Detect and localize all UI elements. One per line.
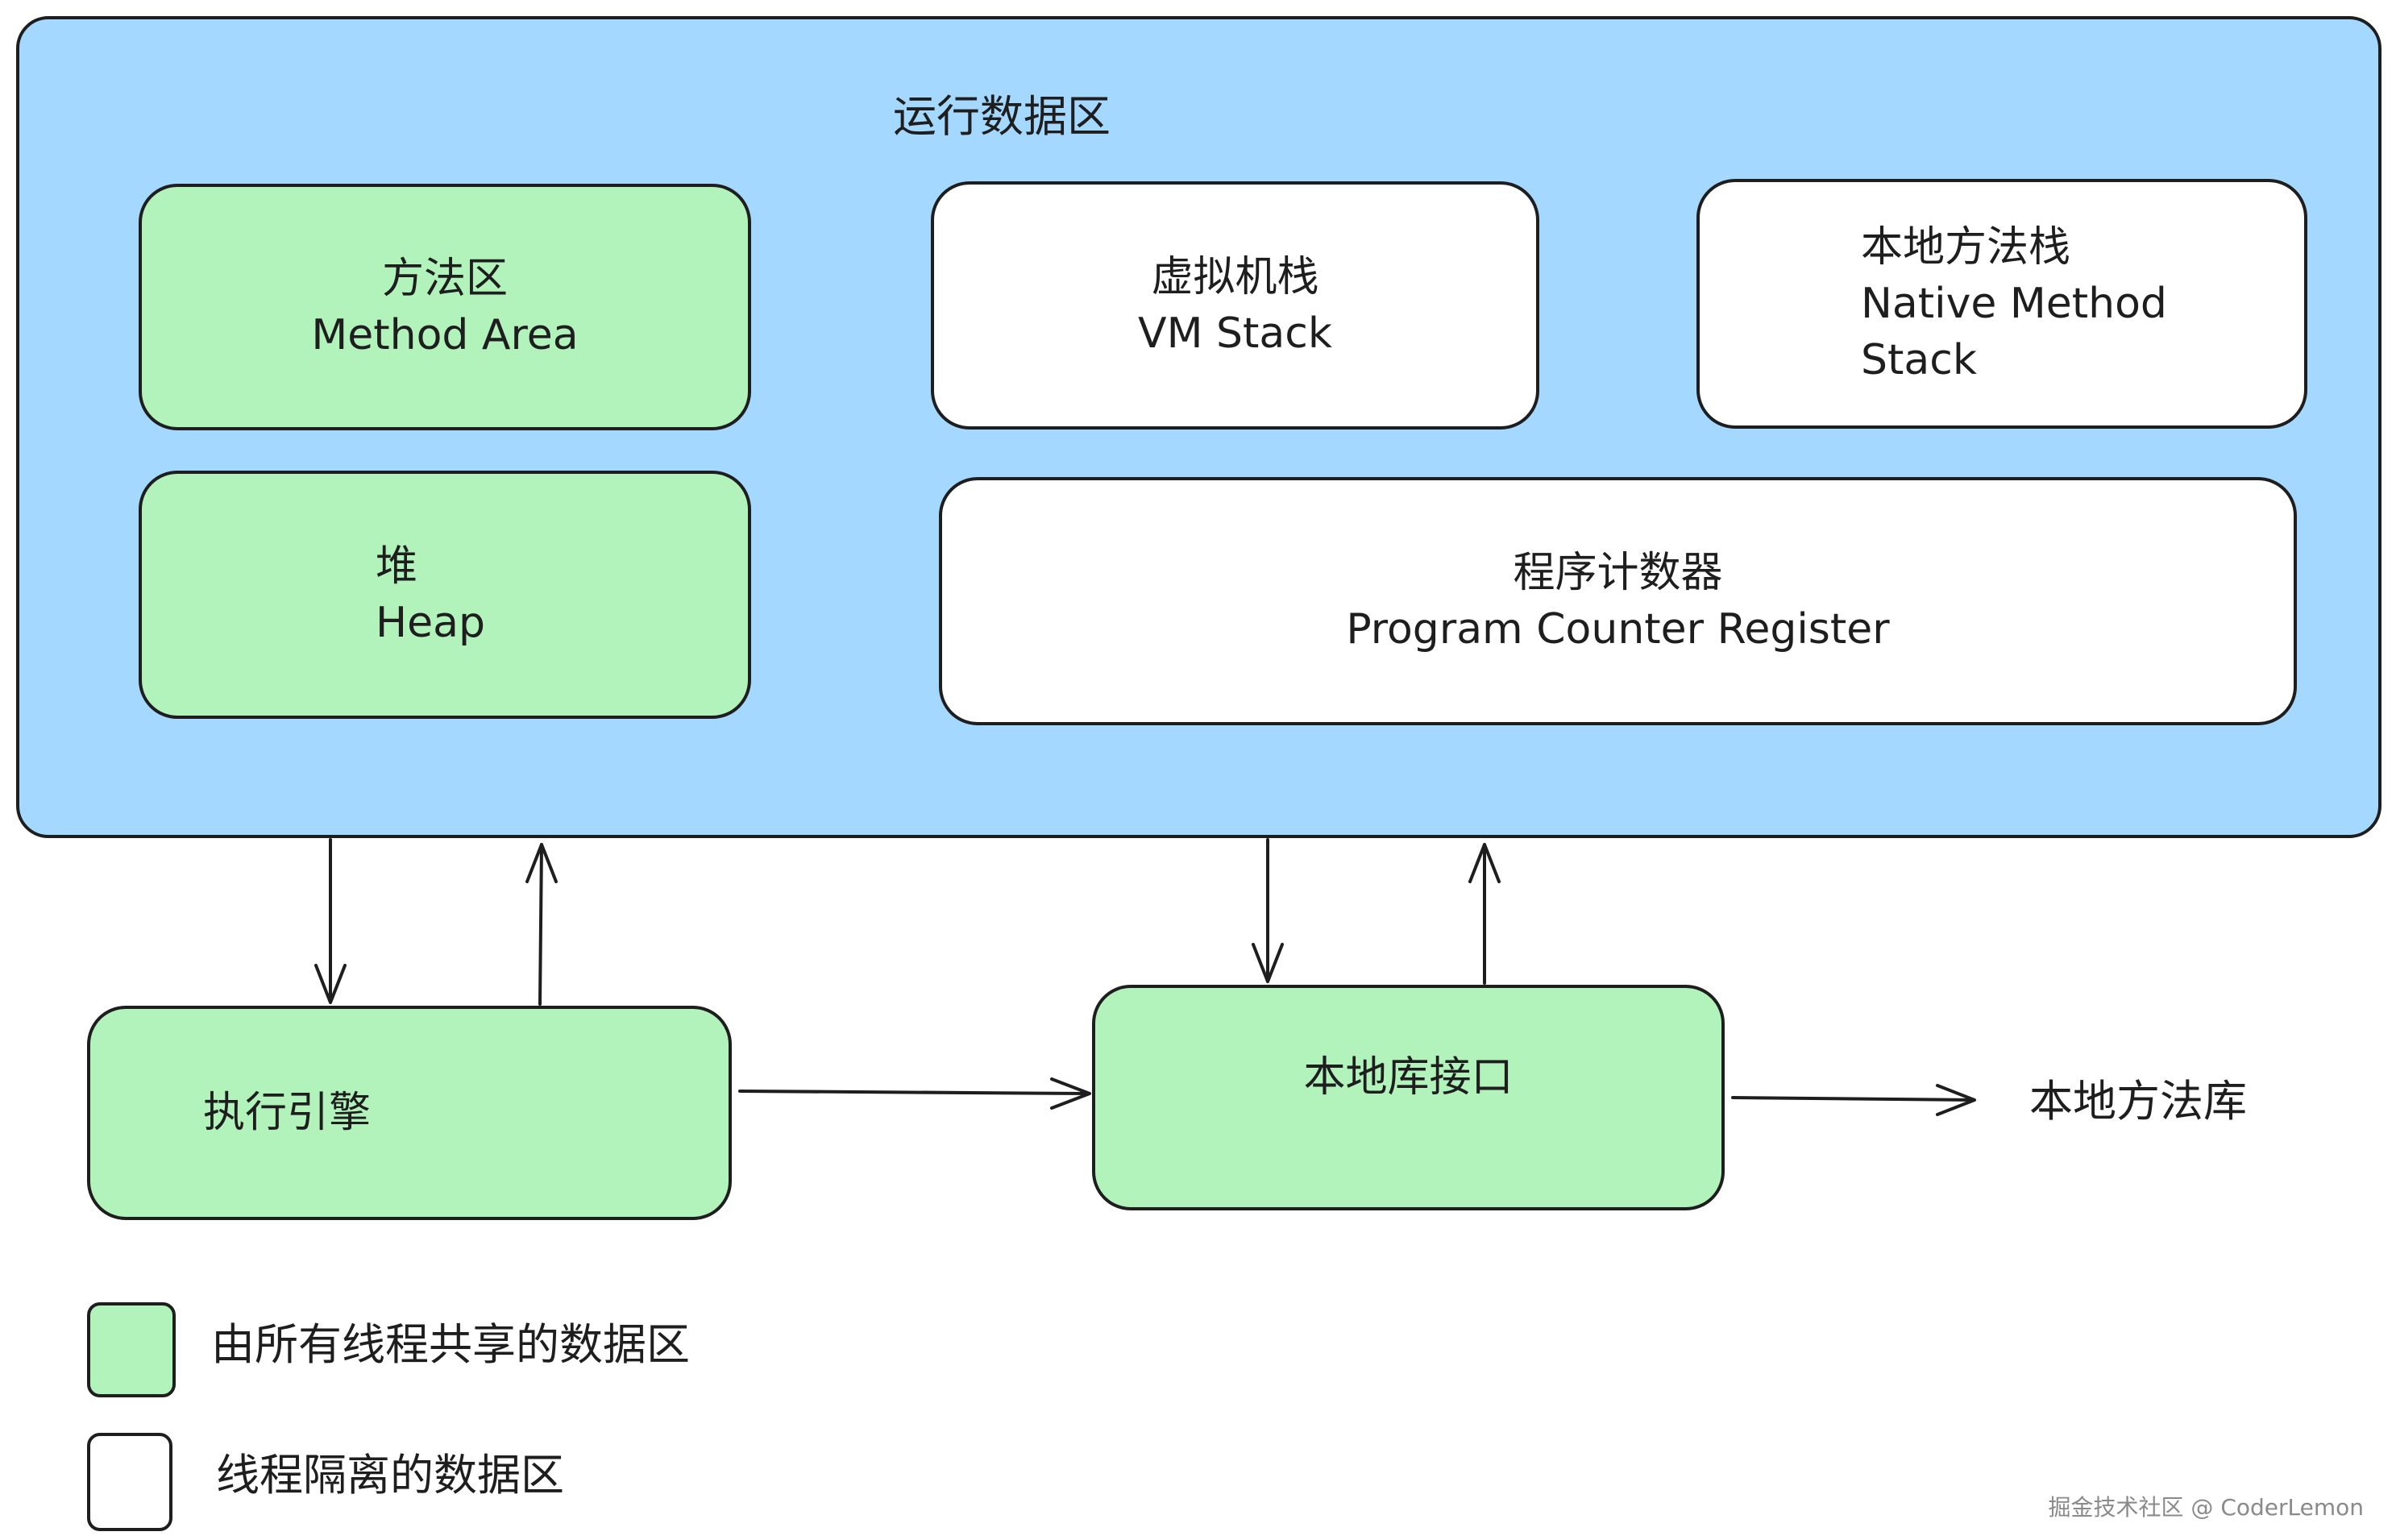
arrowhead-interface-to-runtime bbox=[1468, 843, 1501, 883]
native-interface-box: 本地库接口 bbox=[1092, 985, 1725, 1210]
arrowhead-engine-to-runtime bbox=[525, 843, 558, 883]
method-area-zh: 方法区 bbox=[381, 254, 508, 303]
watermark: 掘金技术社区 @ CoderLemon bbox=[2048, 1494, 2364, 1521]
native-method-stack-en-line1: Native Method bbox=[1861, 279, 2167, 328]
native-method-stack-en-line2: Stack bbox=[1861, 336, 1977, 385]
execution-engine-box: 执行引擎 bbox=[87, 1006, 732, 1220]
arrow-engine-to-interface bbox=[738, 1090, 1090, 1095]
runtime-data-area-title: 运行数据区 bbox=[893, 91, 1111, 142]
pc-register-box: 程序计数器 Program Counter Register bbox=[939, 477, 2297, 725]
legend-shared-label: 由所有线程共享的数据区 bbox=[211, 1319, 690, 1370]
arrow-engine-to-runtime bbox=[538, 843, 543, 1006]
arrowhead-runtime-to-interface bbox=[1252, 943, 1284, 983]
legend-isolated-swatch bbox=[87, 1433, 172, 1531]
vm-stack-box: 虚拟机栈 VM Stack bbox=[931, 181, 1539, 430]
native-method-stack-zh: 本地方法栈 bbox=[1861, 222, 2071, 272]
pc-register-en: Program Counter Register bbox=[1346, 605, 1890, 654]
method-area-en: Method Area bbox=[311, 311, 579, 359]
legend-isolated-label: 线程隔离的数据区 bbox=[216, 1450, 564, 1501]
native-library-label: 本地方法库 bbox=[2029, 1076, 2247, 1127]
vm-stack-zh: 虚拟机栈 bbox=[1151, 252, 1319, 301]
legend-shared-swatch bbox=[87, 1302, 176, 1397]
vm-stack-en: VM Stack bbox=[1138, 309, 1332, 358]
pc-register-zh: 程序计数器 bbox=[1513, 548, 1723, 597]
heap-box: 堆 Heap bbox=[139, 471, 751, 719]
method-area-box: 方法区 Method Area bbox=[139, 184, 751, 430]
arrowhead-interface-to-library bbox=[1936, 1084, 1976, 1116]
native-interface-label: 本地库接口 bbox=[1303, 1052, 1514, 1102]
execution-engine-label: 执行引擎 bbox=[203, 1088, 372, 1137]
heap-en: Heap bbox=[376, 599, 485, 647]
arrowhead-engine-to-interface bbox=[1050, 1077, 1091, 1110]
native-method-stack-box: 本地方法栈 Native Method Stack bbox=[1696, 179, 2307, 429]
arrow-interface-to-library bbox=[1731, 1096, 1975, 1102]
arrowhead-runtime-to-engine bbox=[314, 964, 347, 1004]
heap-zh: 堆 bbox=[376, 542, 418, 591]
